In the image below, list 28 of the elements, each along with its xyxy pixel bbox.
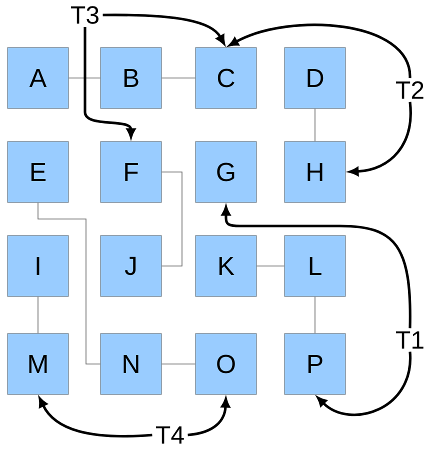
square-box: F bbox=[100, 141, 162, 203]
square-box: L bbox=[284, 235, 346, 297]
square-box: D bbox=[284, 47, 346, 109]
square-box: H bbox=[284, 141, 346, 203]
text-label: T1 bbox=[396, 331, 424, 349]
square-box: B bbox=[100, 47, 162, 109]
text-label: T3 bbox=[70, 6, 98, 24]
connector-line bbox=[314, 296, 316, 334]
arrow bbox=[38, 398, 152, 438]
square-box: A bbox=[7, 47, 69, 109]
square-box: J bbox=[100, 235, 162, 297]
arrow bbox=[102, 14, 225, 44]
text-label: T2 bbox=[396, 81, 424, 99]
connector-line bbox=[161, 172, 182, 266]
square-box: M bbox=[7, 333, 69, 395]
arrow bbox=[228, 24, 412, 78]
square-box: E bbox=[7, 141, 69, 203]
text-label: T4 bbox=[156, 426, 184, 444]
connector-line bbox=[38, 202, 101, 364]
square-box: O bbox=[195, 333, 257, 395]
connector-line bbox=[314, 108, 316, 142]
square-box: P bbox=[284, 333, 346, 395]
square-box: N bbox=[100, 333, 162, 395]
square-box: K bbox=[195, 235, 257, 297]
arrow bbox=[317, 352, 412, 416]
square-box: G bbox=[195, 141, 257, 203]
square-box: C bbox=[195, 47, 257, 109]
square-box: I bbox=[7, 235, 69, 297]
